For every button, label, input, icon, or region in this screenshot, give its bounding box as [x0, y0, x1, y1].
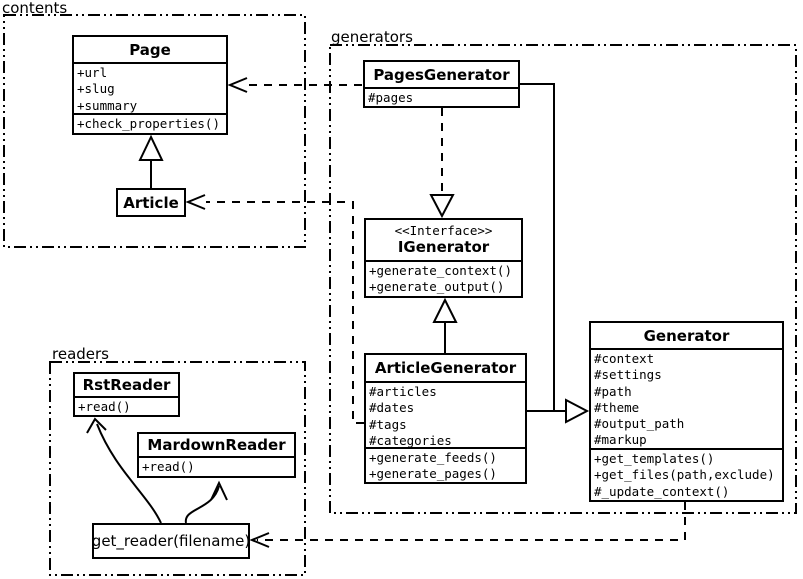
class-article-name: Article: [123, 193, 179, 212]
class-generator: Generator #context #settings #path #them…: [589, 321, 784, 502]
attribute: #categories: [369, 432, 452, 448]
function-get-reader-label: get_reader(filename): [91, 532, 251, 550]
edge-generator-to-getreader: [249, 502, 686, 548]
attribute: #output_path: [594, 416, 685, 432]
hollow-triangle-icon: [432, 297, 458, 323]
edge-getreader-to-rstreader: [86, 417, 162, 524]
open-arrow-icon: [227, 77, 248, 93]
edge-article-to-page: [138, 134, 164, 188]
method: +generate_pages(): [369, 466, 497, 482]
stereotype: <<Interface>>: [394, 223, 493, 238]
class-igenerator-title: <<Interface>> IGenerator: [366, 220, 521, 262]
attribute: +summary: [77, 97, 138, 113]
attribute: #pages: [368, 90, 414, 105]
attribute: #context: [594, 351, 655, 366]
class-page-attributes: +url +slug +summary: [74, 64, 226, 115]
attribute: #tags: [369, 416, 407, 432]
class-pagesgenerator-attributes: #pages: [365, 89, 518, 107]
method: +generate_feeds(): [369, 450, 497, 465]
class-page-name: Page: [74, 37, 226, 64]
attribute: #path: [594, 383, 632, 399]
attribute: #markup: [594, 432, 647, 448]
method: +check_properties(): [77, 116, 220, 131]
class-mardownreader: MardownReader +read(): [137, 432, 296, 478]
package-border-contents: [3, 14, 306, 248]
class-rstreader-name: RstReader: [75, 374, 178, 398]
open-arrow-icon: [86, 417, 107, 434]
open-arrow-icon: [210, 480, 228, 501]
package-label-readers: readers: [52, 345, 109, 363]
hollow-triangle-icon: [429, 194, 455, 219]
class-mardownreader-methods: +read(): [139, 458, 294, 476]
class-pagesgenerator: PagesGenerator #pages: [363, 60, 520, 108]
class-articlegenerator-methods: +generate_feeds() +generate_pages(): [366, 449, 525, 484]
attribute: +url: [77, 65, 108, 80]
method: #_update_context(): [594, 483, 730, 499]
attribute: #dates: [369, 400, 415, 416]
class-igenerator-methods: +generate_context() +generate_output(): [366, 262, 521, 297]
class-generator-name: Generator: [591, 323, 782, 350]
package-border-generators: [329, 44, 797, 514]
method: +read(): [142, 459, 195, 474]
class-article: Article: [116, 188, 186, 217]
class-page-methods: +check_properties(): [74, 115, 226, 133]
edge-generators-to-generator: [518, 83, 590, 424]
function-get-reader: get_reader(filename): [92, 523, 250, 559]
class-rstreader-methods: +read(): [75, 398, 178, 416]
package-label-contents: contents: [2, 0, 68, 17]
open-arrow-icon: [185, 194, 206, 210]
edge-getreader-to-mardownreader: [184, 480, 228, 524]
edge-articlegenerator-to-igenerator: [432, 297, 458, 353]
class-articlegenerator-name: ArticleGenerator: [366, 355, 525, 383]
edge-pagesgenerator-to-page: [227, 77, 362, 93]
method: +generate_context(): [369, 263, 512, 278]
class-page: Page +url +slug +summary +check_properti…: [72, 35, 228, 135]
class-igenerator-name: IGenerator: [397, 238, 490, 256]
hollow-triangle-icon: [565, 398, 590, 424]
attribute: +slug: [77, 81, 115, 97]
method: +read(): [78, 399, 131, 414]
edge-pagesgenerator-to-igenerator: [429, 108, 455, 219]
class-generator-attributes: #context #settings #path #theme #output_…: [591, 350, 782, 450]
attribute: #theme: [594, 399, 640, 415]
class-mardownreader-name: MardownReader: [139, 434, 294, 458]
attribute: #articles: [369, 384, 437, 399]
class-pagesgenerator-name: PagesGenerator: [365, 62, 518, 89]
method: +generate_output(): [369, 279, 505, 295]
class-articlegenerator-attributes: #articles #dates #tags #categories: [366, 383, 525, 449]
class-igenerator: <<Interface>> IGenerator +generate_conte…: [364, 218, 523, 298]
hollow-triangle-icon: [138, 134, 164, 161]
open-arrow-icon: [249, 532, 270, 548]
attribute: #settings: [594, 367, 662, 383]
class-generator-methods: +get_templates() +get_files(path,exclude…: [591, 450, 782, 501]
package-border-readers: [49, 361, 306, 576]
method: +get_files(path,exclude): [594, 467, 775, 483]
class-articlegenerator: ArticleGenerator #articles #dates #tags …: [364, 353, 527, 484]
class-rstreader: RstReader +read(): [73, 372, 180, 417]
edge-articlegenerator-to-article: [185, 194, 364, 424]
method: +get_templates(): [594, 451, 715, 466]
package-label-generators: generators: [331, 28, 413, 46]
